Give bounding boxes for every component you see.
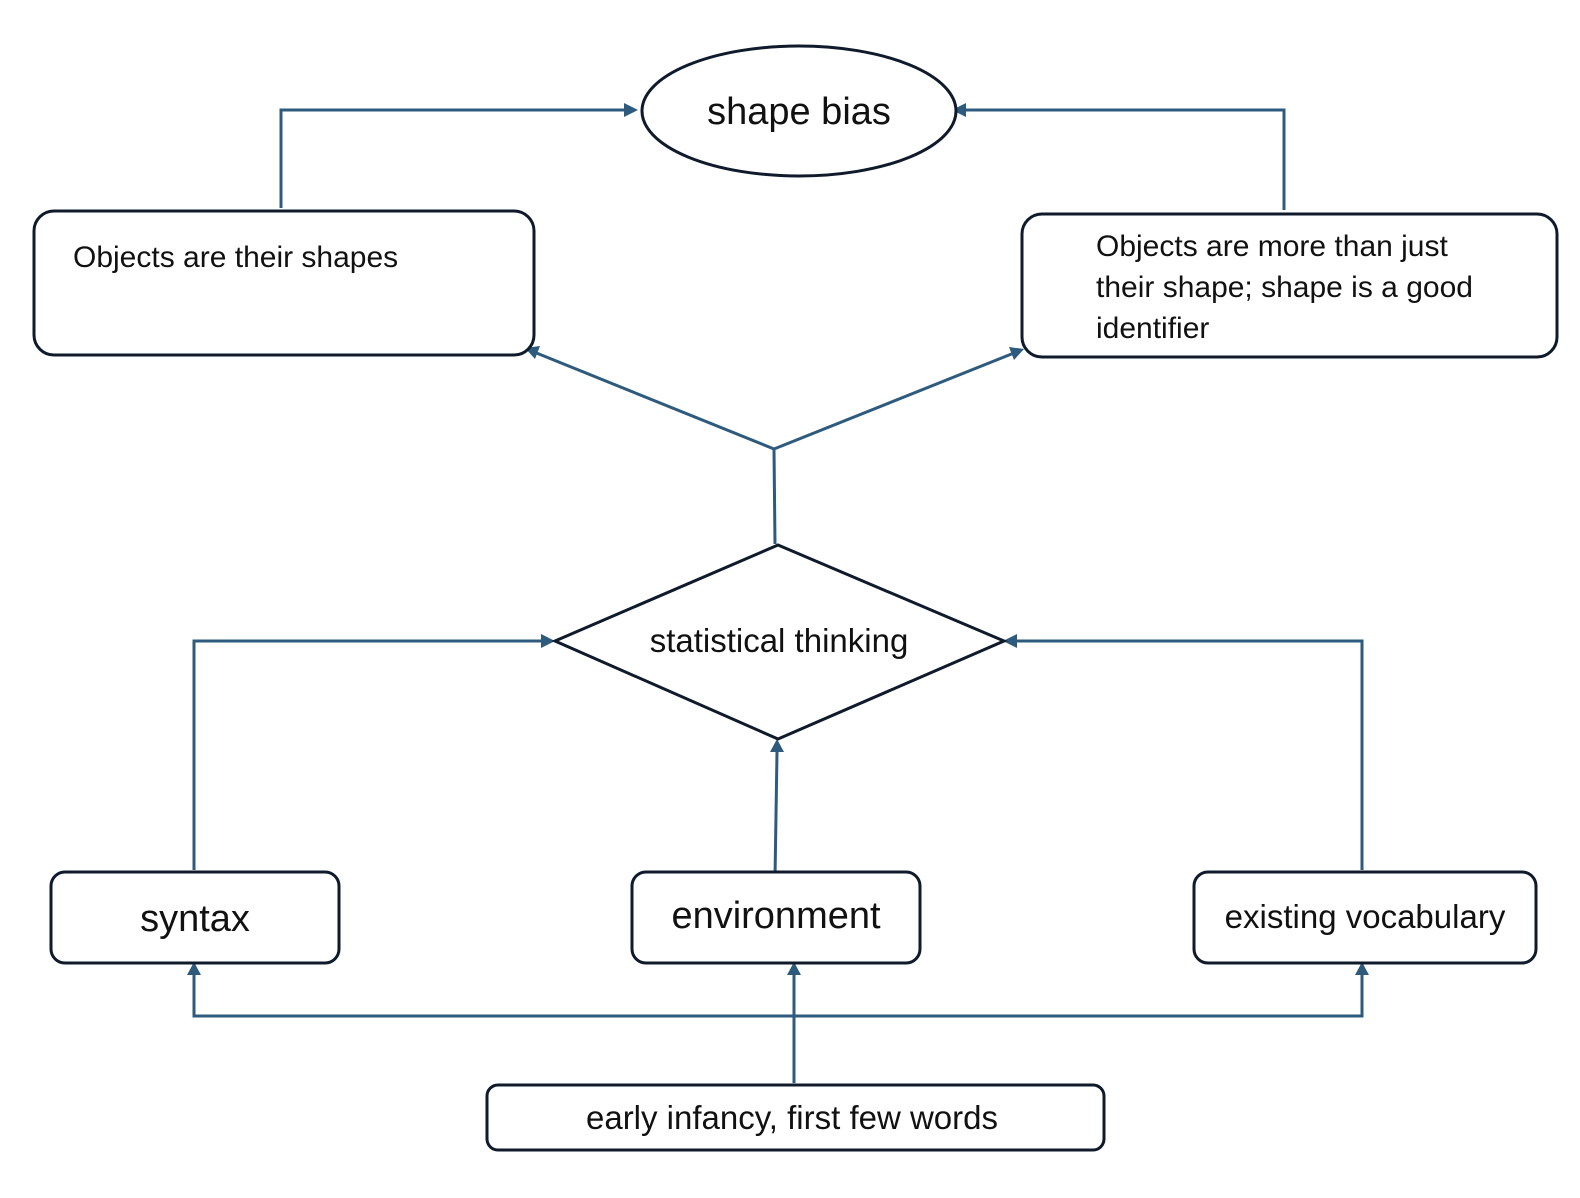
node-shape-bias: shape bias [640, 44, 958, 178]
environment-box [630, 870, 922, 965]
connector-statistical-thinking-stem [772, 448, 777, 545]
syntax-box [49, 870, 341, 965]
connector-objects-shapes-to-shape-bias [279, 108, 628, 208]
connector-early-infancy-bus [192, 974, 1364, 1018]
connector-branch-to-objects-shapes [533, 350, 775, 451]
objects-shapes-box [32, 209, 536, 357]
arrowhead-statistical-bottom [770, 739, 784, 752]
environment-label: environment [671, 895, 881, 937]
existing-vocabulary-label: existing vocabulary [1225, 898, 1506, 935]
connectors [187, 103, 1369, 1083]
arrowhead-statistical-left [541, 634, 555, 648]
early-infancy-label: early infancy, first few words [586, 1099, 998, 1136]
arrowhead-environment [787, 962, 801, 975]
node-environment: environment [630, 870, 922, 965]
node-existing-vocabulary: existing vocabulary [1192, 870, 1538, 965]
arrowhead-objects-more [1009, 347, 1024, 360]
objects-more-box [1020, 212, 1559, 359]
connector-branch-to-objects-more [773, 351, 1015, 451]
connector-vocabulary-to-statistical-thinking [1013, 639, 1364, 870]
existing-vocabulary-box [1192, 870, 1538, 965]
node-syntax: syntax [49, 870, 341, 965]
connector-syntax-to-statistical-thinking [192, 639, 545, 870]
arrowhead-existing-vocabulary [1355, 962, 1369, 975]
shape-bias-label: shape bias [707, 91, 891, 133]
arrowhead-statistical-right [1003, 634, 1017, 648]
statistical-thinking-label: statistical thinking [650, 622, 909, 659]
early-infancy-box [485, 1083, 1106, 1152]
objects-shapes-label: Objects are their shapes [73, 241, 398, 274]
arrowhead-shape-bias-left [624, 103, 638, 117]
objects-more-line-3: identifier [1096, 312, 1209, 345]
connector-objects-more-to-shape-bias [962, 108, 1286, 210]
node-statistical-thinking: statistical thinking [551, 543, 1008, 741]
connector-environment-to-statistical-thinking [773, 751, 779, 879]
node-early-infancy: early infancy, first few words [485, 1083, 1106, 1152]
arrowhead-syntax [187, 962, 201, 975]
objects-more-line-2: their shape; shape is a good [1096, 271, 1473, 304]
syntax-label: syntax [140, 898, 250, 940]
shape-bias-ellipse [640, 44, 958, 178]
arrowhead-shape-bias-right [952, 103, 966, 117]
objects-more-line-1: Objects are more than just [1096, 230, 1448, 263]
node-objects-are-more: Objects are more than just their shape; … [1020, 212, 1559, 359]
node-objects-are-their-shapes: Objects are their shapes [32, 209, 536, 357]
statistical-thinking-diamond [551, 543, 1008, 741]
